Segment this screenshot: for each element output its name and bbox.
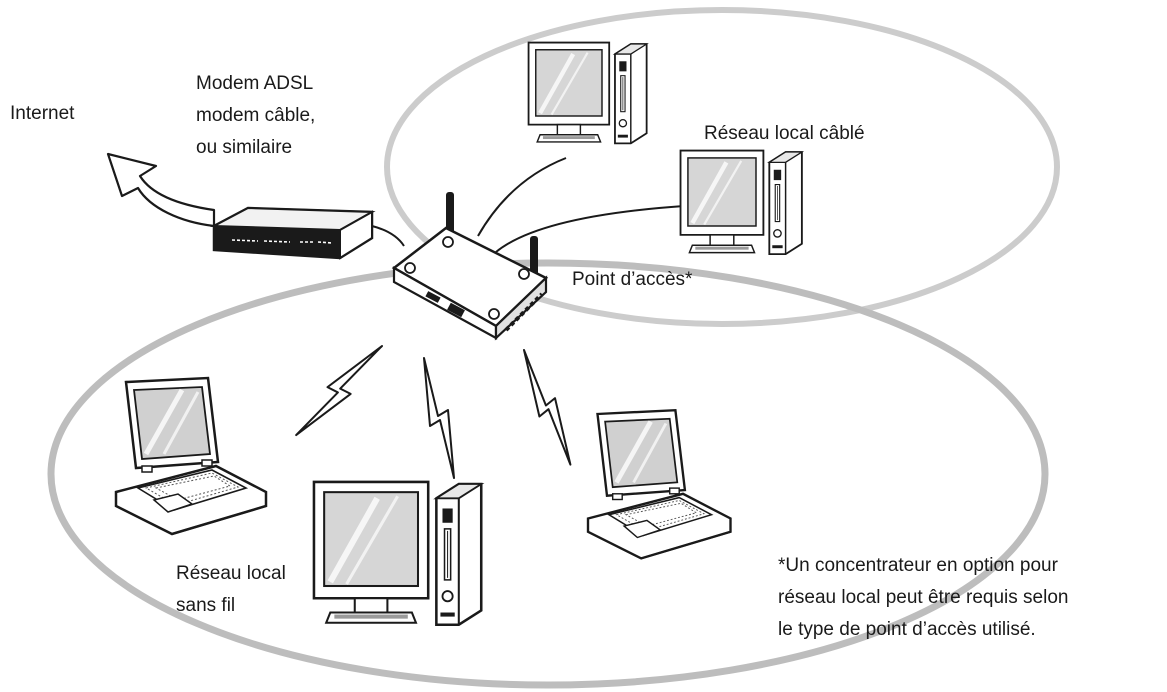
internet-arrow-icon (106, 152, 216, 228)
footnote: *Un concentrateur en option pour réseau … (778, 550, 1068, 646)
modem-label-line-1: Modem ADSL (196, 73, 314, 94)
wireless-lan-label: Réseau local sans fil (176, 558, 286, 622)
modem-label: Modem ADSL modem câble, ou similaire (196, 68, 315, 164)
footnote-line-1: *Un concentrateur en option pour (778, 555, 1058, 576)
wireless-link-left-icon (279, 345, 399, 437)
wireless-laptop-right-icon (588, 410, 731, 558)
wired-lan-zone (384, 7, 1060, 327)
ap-to-desktop-cable-1 (477, 157, 567, 237)
wireless-lan-label-line-1: Réseau local (176, 563, 286, 584)
modem-icon (210, 206, 376, 260)
internet-label: Internet (10, 103, 75, 124)
access-point-label: Point d’accès* (572, 269, 693, 290)
modem-label-line-3: ou similaire (196, 137, 293, 158)
wireless-desktop-icon (314, 482, 481, 625)
modem-label-line-2: modem câble, (196, 105, 316, 126)
wireless-link-center-icon (423, 357, 455, 479)
wired-desktop-1-icon (529, 43, 647, 144)
ap-to-desktop-cable-2 (495, 205, 685, 253)
access-point-icon (391, 192, 549, 341)
wireless-lan-label-line-2: sans fil (176, 595, 236, 616)
modem-to-ap-cable (371, 225, 405, 247)
wired-desktop-2-icon (681, 151, 802, 255)
footnote-line-2: réseau local peut être requis selon (778, 587, 1069, 608)
footnote-line-3: le type de point d’accès utilisé. (778, 619, 1036, 640)
wired-lan-label: Réseau local câblé (704, 123, 865, 144)
wireless-lan-zone (47, 259, 1049, 689)
wireless-laptop-left-icon (116, 378, 266, 534)
wireless-link-right-icon (523, 344, 572, 470)
